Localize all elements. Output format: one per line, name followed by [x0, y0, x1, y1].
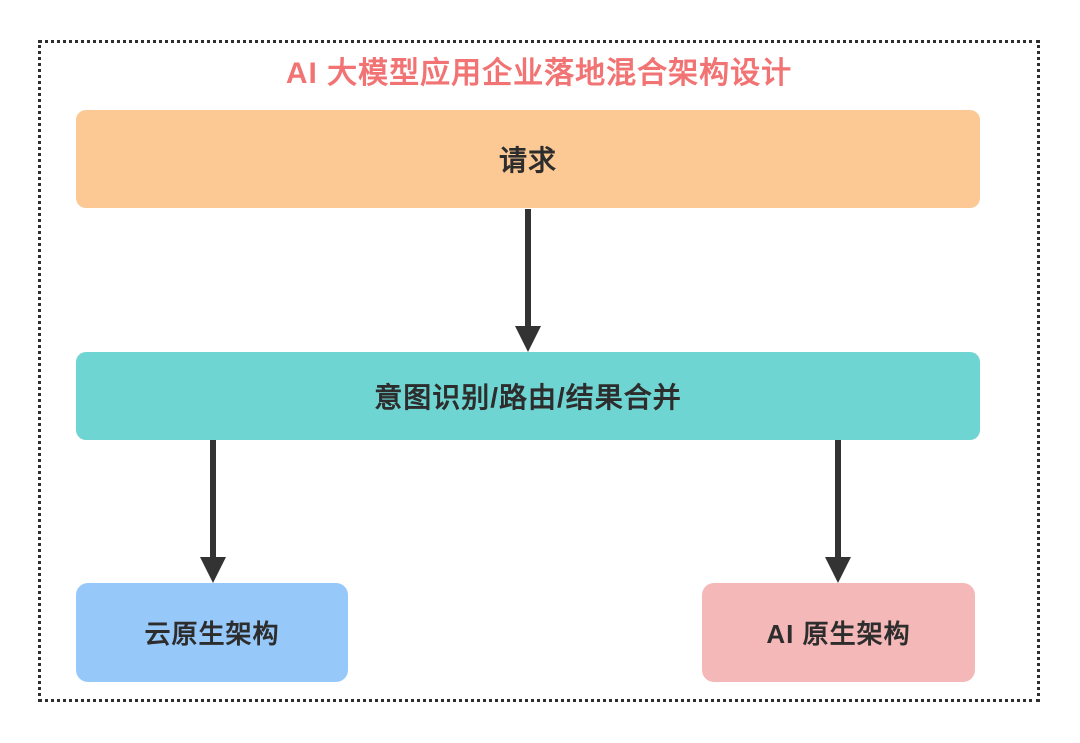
arrow-head-icon — [825, 557, 851, 583]
node-request-label: 请求 — [498, 145, 557, 176]
node-intent-router: 意图识别/路由/结果合并 — [76, 352, 980, 440]
arrow-router-to-ai-native — [825, 440, 851, 583]
diagram-title: AI 大模型应用企业落地混合架构设计 — [285, 57, 793, 90]
arrow-line — [525, 209, 531, 326]
node-intent-router-label: 意图识别/路由/结果合并 — [374, 382, 682, 413]
arrow-head-icon — [200, 557, 226, 583]
arrow-request-to-router — [515, 209, 541, 352]
arrow-router-to-cloud-native — [200, 440, 226, 583]
node-request: 请求 — [76, 110, 980, 208]
arrow-line — [210, 440, 216, 557]
arrow-line — [835, 440, 841, 557]
node-cloud-native-label: 云原生架构 — [144, 619, 280, 649]
node-ai-native-label: AI 原生架构 — [766, 619, 911, 649]
node-ai-native: AI 原生架构 — [702, 583, 975, 682]
arrow-head-icon — [515, 326, 541, 352]
node-cloud-native: 云原生架构 — [76, 583, 348, 682]
diagram-dotted-frame — [38, 40, 1040, 702]
